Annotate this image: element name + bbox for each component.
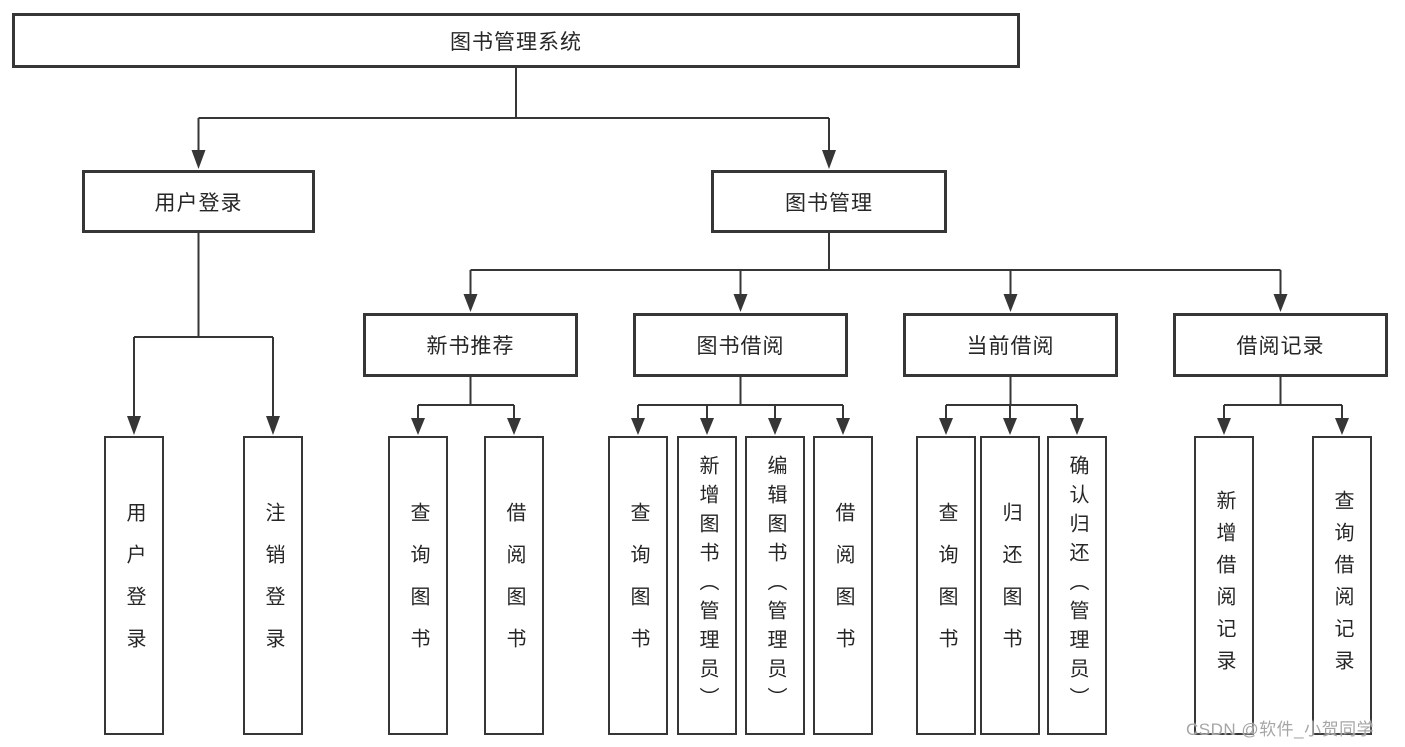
leaf-current-query-book: 查询图书 [916, 436, 976, 735]
node-new-book-recommend-label: 新书推荐 [426, 335, 515, 358]
leaf-borrow-query-book: 查询图书 [608, 436, 668, 735]
leaf-current-return-book: 归还图书 [980, 436, 1040, 735]
node-new-book-recommend: 新书推荐 [363, 313, 578, 377]
connector-borrow-records [1217, 377, 1349, 435]
leaf-borrow-add-book-admin: 新增图书（管理员） [677, 436, 737, 735]
node-root-system: 图书管理系统 [12, 13, 1020, 68]
node-user-login-label: 用户登录 [154, 191, 243, 215]
connector-current-borrow [939, 377, 1084, 435]
node-user-login: 用户登录 [82, 170, 315, 233]
csdn-watermark: CSDN @软件_小贺同学 [1186, 720, 1375, 739]
leaf-user-login: 用户登录 [104, 436, 164, 735]
node-borrow-records-label: 借阅记录 [1236, 335, 1325, 358]
node-borrow-records: 借阅记录 [1173, 313, 1388, 377]
node-current-borrow-label: 当前借阅 [966, 335, 1055, 358]
connector-new-book-recommend [411, 377, 521, 435]
leaf-user-login-label: 用户登录 [123, 501, 145, 670]
node-book-management: 图书管理 [711, 170, 947, 233]
leaf-logout-login-label: 注销登录 [262, 501, 284, 670]
leaf-recommend-query-book: 查询图书 [388, 436, 448, 735]
node-book-management-label: 图书管理 [785, 191, 873, 215]
leaf-records-query-record-label: 查询借阅记录 [1331, 489, 1353, 682]
leaf-current-confirm-return-admin: 确认归还（管理员） [1047, 436, 1107, 735]
connector-book-management [463, 233, 1288, 312]
leaf-records-query-record: 查询借阅记录 [1312, 436, 1372, 735]
leaf-logout-login: 注销登录 [243, 436, 303, 735]
leaf-recommend-borrow-book: 借阅图书 [484, 436, 544, 735]
leaf-records-add-record: 新增借阅记录 [1194, 436, 1254, 735]
connector-book-borrow [631, 377, 850, 435]
leaf-borrow-borrow-book: 借阅图书 [813, 436, 873, 735]
leaf-recommend-query-book-label: 查询图书 [407, 501, 429, 670]
leaf-borrow-borrow-book-label: 借阅图书 [832, 501, 854, 670]
node-book-borrow-label: 图书借阅 [696, 335, 785, 358]
leaf-recommend-borrow-book-label: 借阅图书 [503, 501, 525, 670]
leaf-records-add-record-label: 新增借阅记录 [1213, 489, 1235, 682]
connector-user-login [127, 233, 280, 435]
node-book-borrow: 图书借阅 [633, 313, 848, 377]
leaf-current-return-book-label: 归还图书 [999, 501, 1021, 670]
connector-root [191, 68, 836, 169]
leaf-current-query-book-label: 查询图书 [935, 501, 957, 670]
leaf-current-confirm-return-admin-label: 确认归还（管理员） [1066, 455, 1088, 716]
node-current-borrow: 当前借阅 [903, 313, 1118, 377]
leaf-borrow-add-book-admin-label: 新增图书（管理员） [696, 455, 718, 716]
leaf-borrow-edit-book-admin: 编辑图书（管理员） [745, 436, 805, 735]
node-root-label: 图书管理系统 [450, 30, 582, 54]
leaf-borrow-query-book-label: 查询图书 [627, 501, 649, 670]
leaf-borrow-edit-book-admin-label: 编辑图书（管理员） [764, 455, 786, 716]
